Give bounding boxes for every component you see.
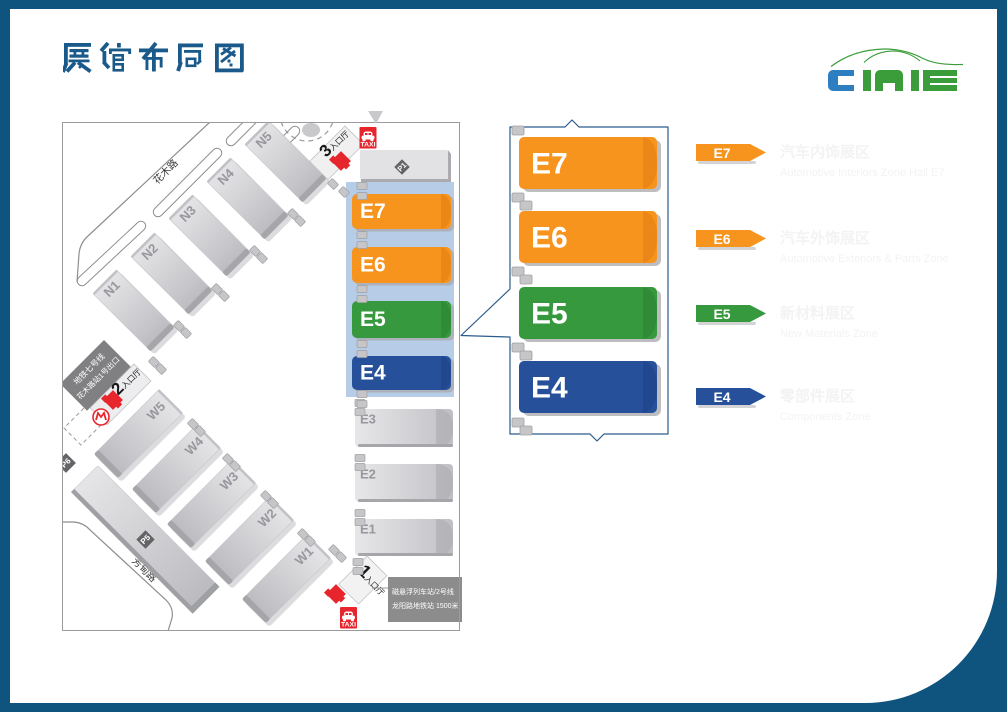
svg-text:E5: E5 bbox=[360, 308, 386, 331]
svg-text:汽车内饰展区: 汽车内饰展区 bbox=[780, 143, 870, 161]
svg-text:E5: E5 bbox=[713, 306, 730, 322]
svg-text:E4: E4 bbox=[713, 389, 730, 405]
svg-text:零部件展区: 零部件展区 bbox=[779, 387, 855, 405]
svg-text:P6: P6 bbox=[62, 456, 73, 470]
svg-text:E6: E6 bbox=[713, 231, 730, 247]
svg-text:E5: E5 bbox=[531, 298, 568, 331]
svg-text:TAXI: TAXI bbox=[361, 143, 376, 149]
svg-text:E6: E6 bbox=[360, 254, 386, 277]
svg-text:E7: E7 bbox=[531, 148, 568, 181]
svg-text:Automotive Exteriors & Parts Z: Automotive Exteriors & Parts Zone bbox=[780, 253, 949, 265]
svg-text:E7: E7 bbox=[713, 145, 730, 161]
svg-text:汽车外饰展区: 汽车外饰展区 bbox=[780, 229, 870, 247]
svg-text:E7: E7 bbox=[360, 200, 386, 223]
svg-text:E4: E4 bbox=[531, 372, 568, 405]
svg-text:E4: E4 bbox=[360, 362, 386, 385]
svg-text:TAXI: TAXI bbox=[341, 623, 356, 629]
svg-text:Components Zone: Components Zone bbox=[780, 411, 871, 423]
svg-text:New Materials Zone: New Materials Zone bbox=[780, 328, 878, 340]
svg-text:E6: E6 bbox=[531, 222, 568, 255]
svg-text:磁悬浮列车站/2号线: 磁悬浮列车站/2号线 bbox=[392, 587, 454, 596]
svg-text:新材料展区: 新材料展区 bbox=[780, 304, 855, 322]
svg-text:Automotive Interiors Zone Hal: Automotive Interiors Zone Hall E7 bbox=[780, 167, 944, 179]
svg-text:龙阳路地铁站 1500米: 龙阳路地铁站 1500米 bbox=[392, 601, 459, 610]
